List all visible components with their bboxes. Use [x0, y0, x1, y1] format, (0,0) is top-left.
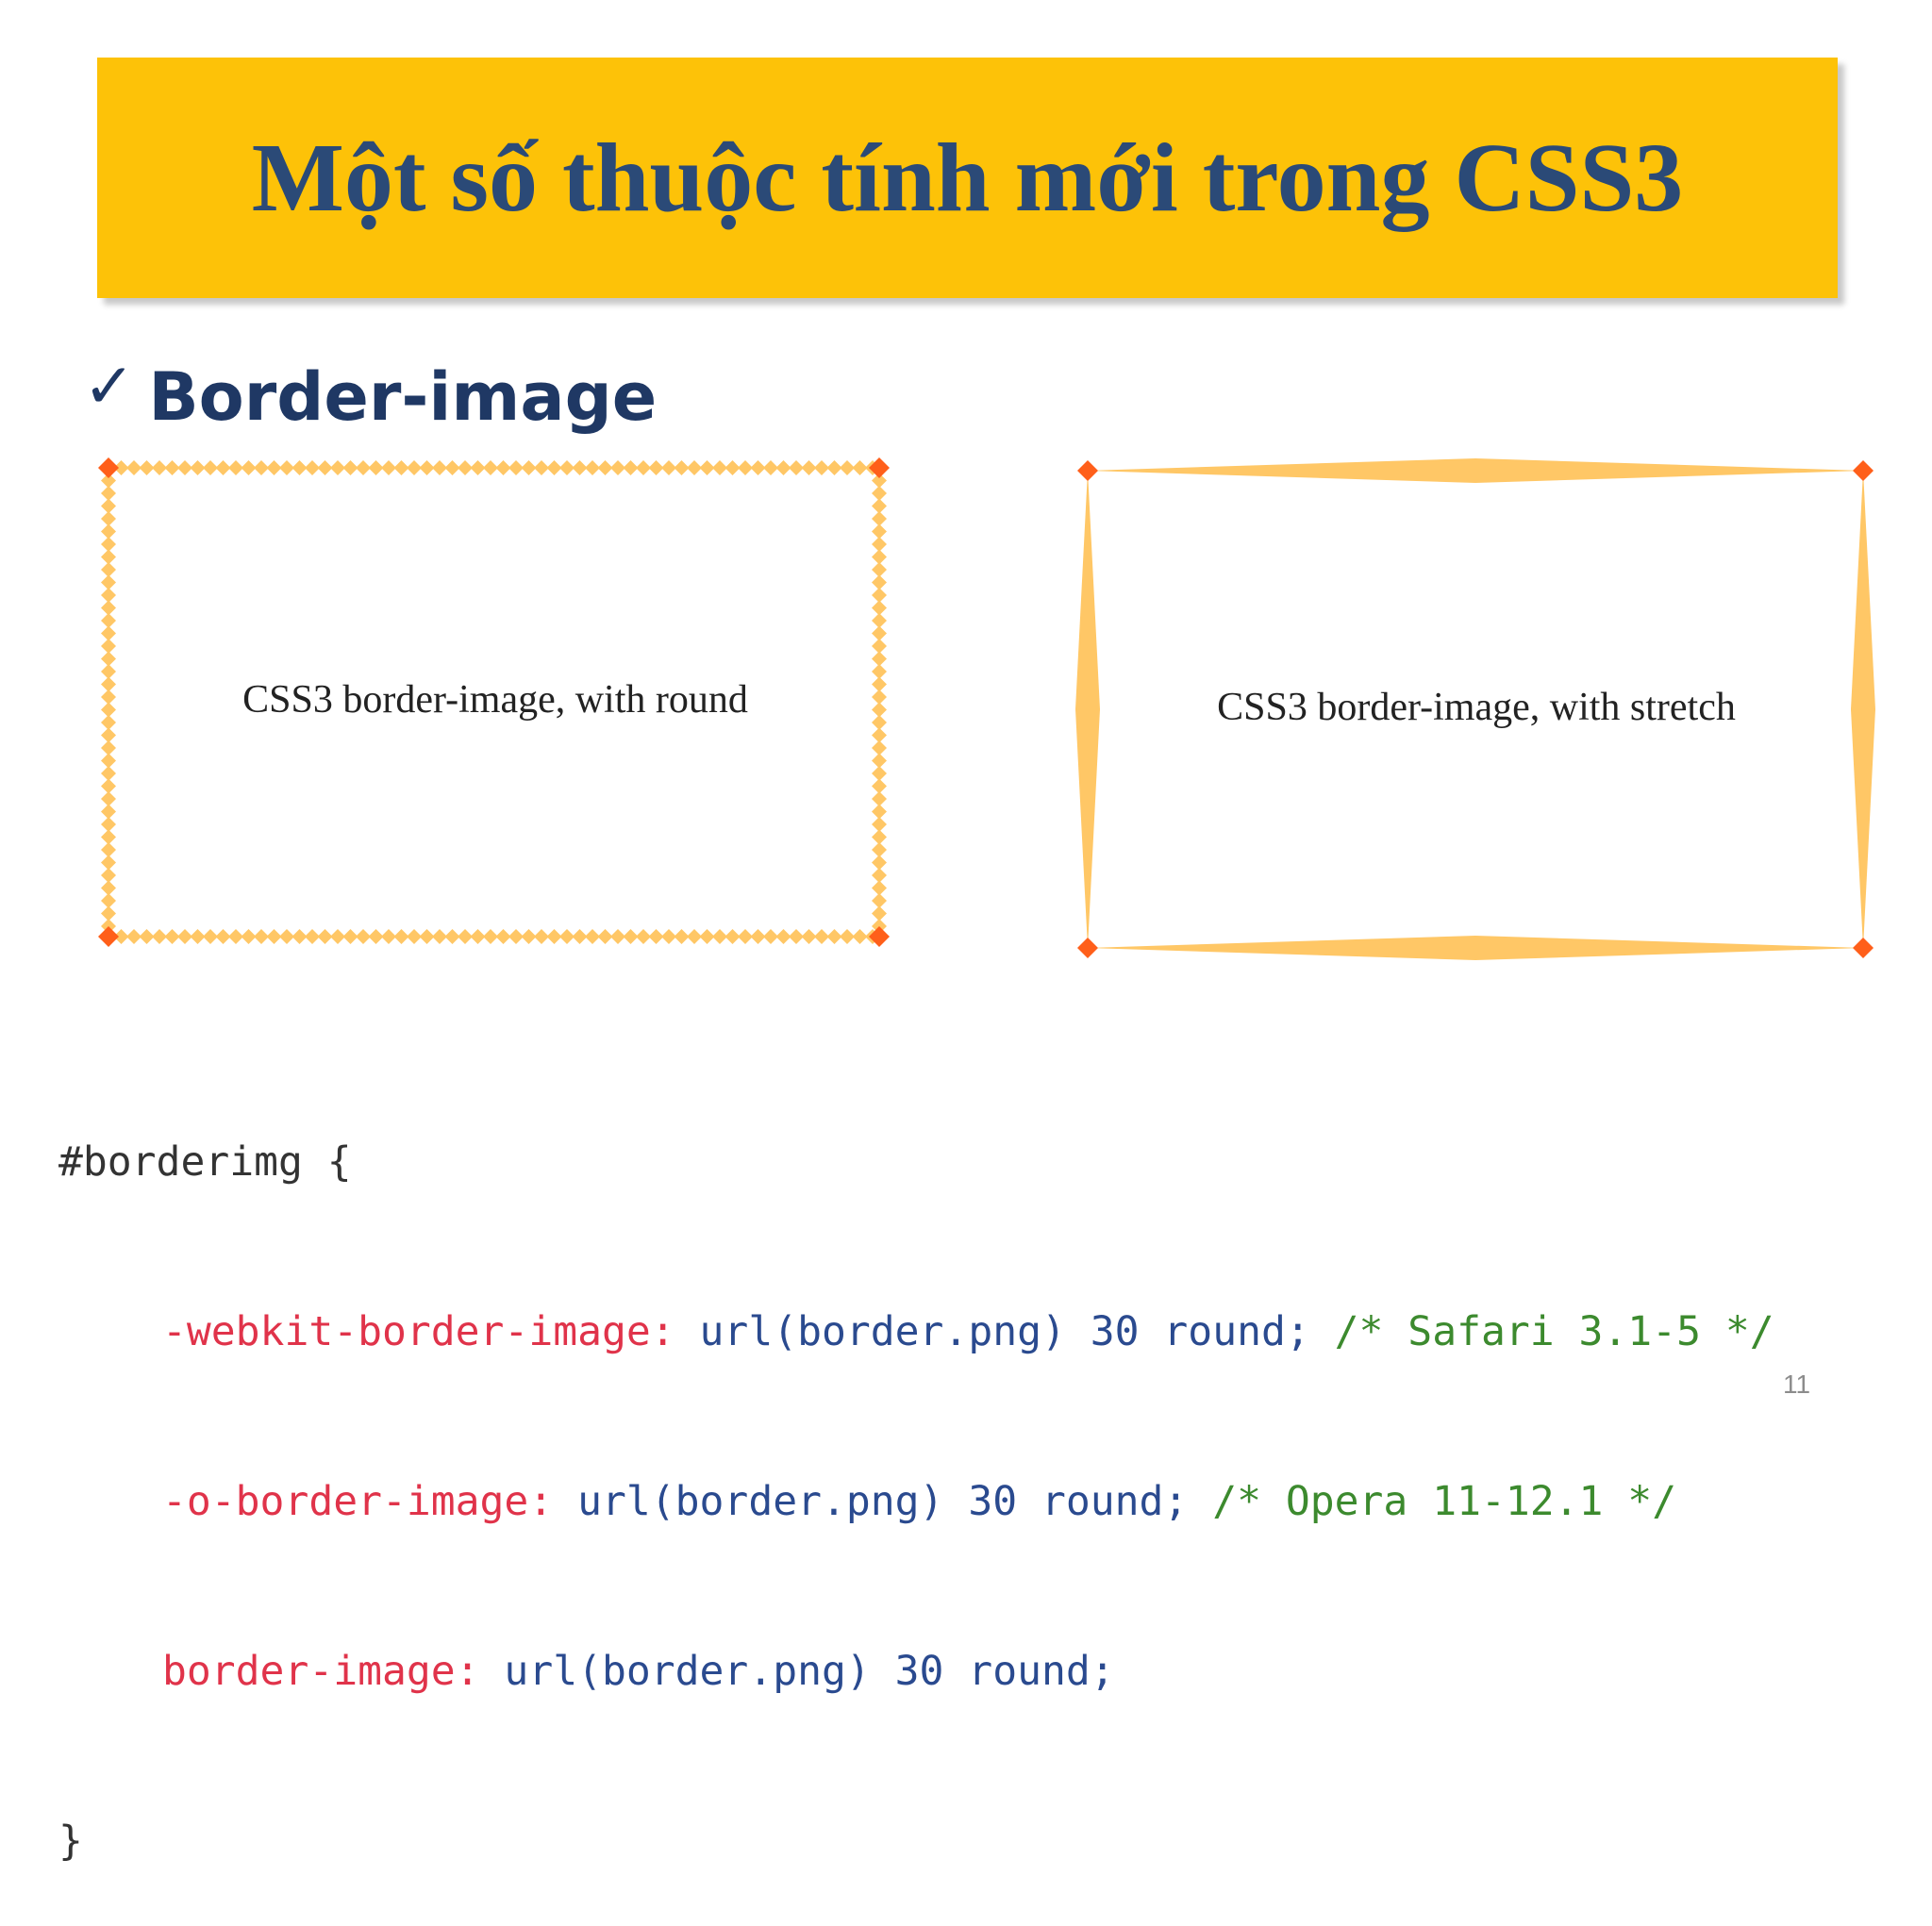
- checkmark-icon: ✓: [83, 350, 136, 423]
- diamond-chain: [101, 460, 887, 944]
- stretch-demo-caption: CSS3 border-image, with stretch: [1217, 686, 1736, 729]
- code-line-webkit: -webkit-border-image: url(border.png) 30…: [58, 1303, 1889, 1360]
- code-comment: /* Opera 11-12.1 */: [1188, 1478, 1677, 1525]
- corner-diamond: [869, 457, 890, 478]
- code-line-opera: -o-border-image: url(border.png) 30 roun…: [58, 1473, 1889, 1530]
- corner-diamond: [98, 457, 119, 478]
- round-border-frame: [98, 457, 890, 947]
- corner-diamond: [1077, 460, 1098, 481]
- corner-diamond: [1077, 938, 1098, 958]
- corner-diamond: [1853, 460, 1874, 481]
- code-value: url(border.png) 30 round;: [479, 1648, 1115, 1695]
- code-line-selector: #borderimg {: [58, 1138, 352, 1186]
- bullet-item: ✓ Border-image: [83, 344, 657, 439]
- code-comment: /* Safari 3.1-5 */: [1309, 1308, 1774, 1355]
- code-property: border-image:: [162, 1648, 480, 1695]
- stretched-edge: [1851, 471, 1875, 948]
- page-number: 11: [1783, 1370, 1811, 1399]
- corner-diamond: [1853, 938, 1874, 958]
- code-line-standard: border-image: url(border.png) 30 round;: [58, 1643, 1889, 1700]
- code-value: url(border.png) 30 round;: [553, 1478, 1189, 1525]
- round-demo-caption: CSS3 border-image, with round: [242, 678, 748, 722]
- stretched-edge: [1088, 458, 1863, 483]
- corner-diamond: [98, 926, 119, 947]
- corner-diamond: [869, 926, 890, 947]
- code-property: -webkit-border-image:: [162, 1308, 675, 1355]
- code-snippet: #borderimg { -webkit-border-image: url(b…: [58, 1021, 1889, 1926]
- code-value: url(border.png) 30 round;: [675, 1308, 1310, 1355]
- stretched-edge: [1088, 936, 1863, 960]
- code-property: -o-border-image:: [162, 1478, 554, 1525]
- stretch-border-demo: CSS3 border-image, with stretch: [1071, 451, 1882, 960]
- title-banner: Một số thuộc tính mới trong CSS3: [97, 58, 1838, 298]
- stretch-border-frame: [1075, 458, 1875, 960]
- round-border-demo: CSS3 border-image, with round: [94, 451, 896, 951]
- code-line-close: }: [58, 1818, 83, 1865]
- stretched-edge: [1075, 471, 1100, 948]
- slide-title: Một số thuộc tính mới trong CSS3: [251, 124, 1684, 232]
- bullet-text: Border-image: [148, 357, 658, 436]
